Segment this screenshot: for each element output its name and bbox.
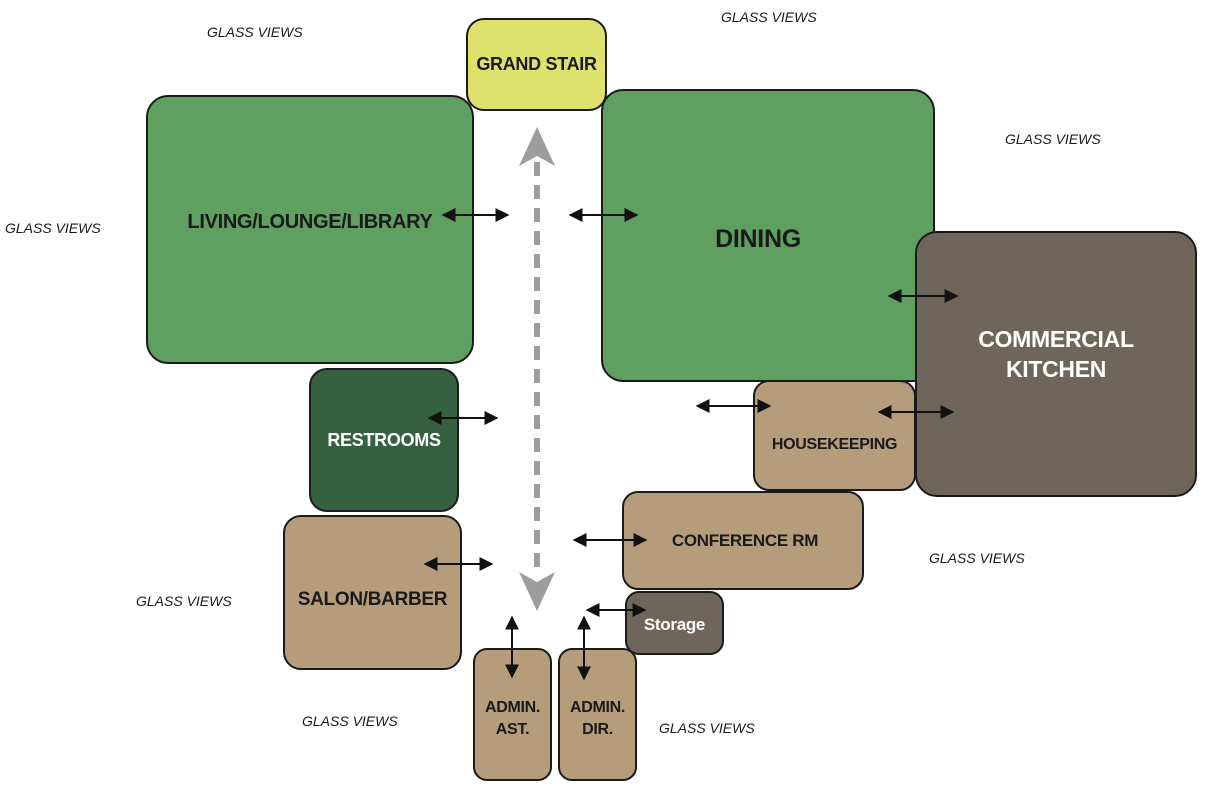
room-label-housekeeping: HOUSEKEEPING: [771, 436, 898, 453]
glass-views-label: GLASS VIEWS: [5, 220, 101, 236]
room-label-dining: DINING: [715, 225, 801, 253]
room-storage: Storage: [625, 591, 724, 655]
glass-views-label: GLASS VIEWS: [136, 593, 232, 609]
room-label-admin-dir: ADMIN. DIR.: [569, 698, 626, 738]
room-label-admin-ast: ADMIN. AST.: [484, 698, 541, 738]
room-label-conference: CONFERENCE RM: [671, 530, 819, 550]
room-salon-barber: SALON/BARBER: [283, 515, 462, 670]
circulation-arrow: [519, 127, 555, 611]
room-label-living: LIVING/LOUNGE/LIBRARY: [187, 211, 433, 233]
room-label-kitchen: COMMERCIAL KITCHEN: [978, 326, 1134, 382]
room-grand-stair: GRAND STAIR: [466, 18, 607, 111]
room-label-restrooms: RESTROOMS: [327, 429, 441, 450]
glass-views-label: GLASS VIEWS: [929, 550, 1025, 566]
room-restrooms: RESTROOMS: [309, 368, 459, 512]
room-admin-dir: ADMIN. DIR.: [558, 648, 637, 781]
glass-views-label: GLASS VIEWS: [659, 720, 755, 736]
glass-views-label: GLASS VIEWS: [207, 24, 303, 40]
room-label-storage: Storage: [643, 615, 706, 634]
glass-views-label: GLASS VIEWS: [302, 713, 398, 729]
room-conference: CONFERENCE RM: [622, 491, 864, 590]
room-living-lounge-library: LIVING/LOUNGE/LIBRARY: [146, 95, 474, 364]
room-label-salon: SALON/BARBER: [297, 588, 448, 610]
glass-views-label: GLASS VIEWS: [721, 9, 817, 25]
room-label-grand-stair: GRAND STAIR: [476, 54, 597, 74]
room-commercial-kitchen: COMMERCIAL KITCHEN: [915, 231, 1197, 497]
glass-views-label: GLASS VIEWS: [1005, 131, 1101, 147]
room-housekeeping: HOUSEKEEPING: [753, 380, 916, 491]
